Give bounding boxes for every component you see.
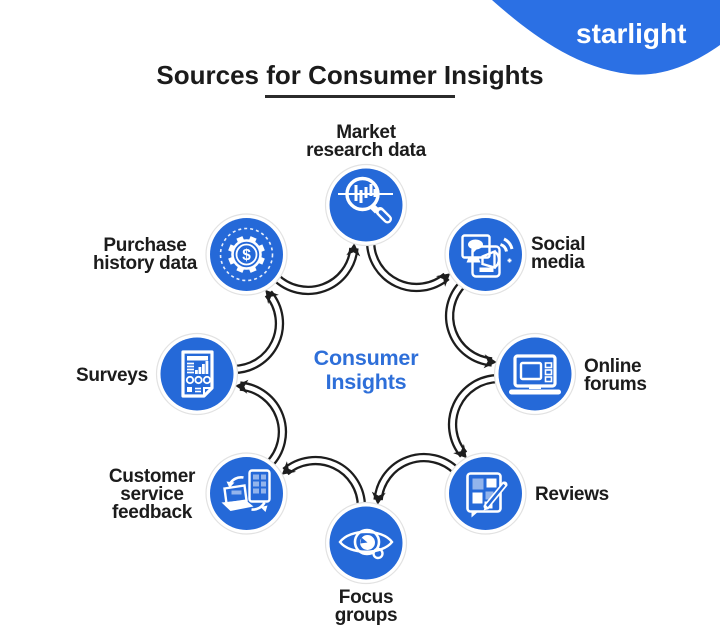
svg-text:$: $: [242, 247, 251, 264]
